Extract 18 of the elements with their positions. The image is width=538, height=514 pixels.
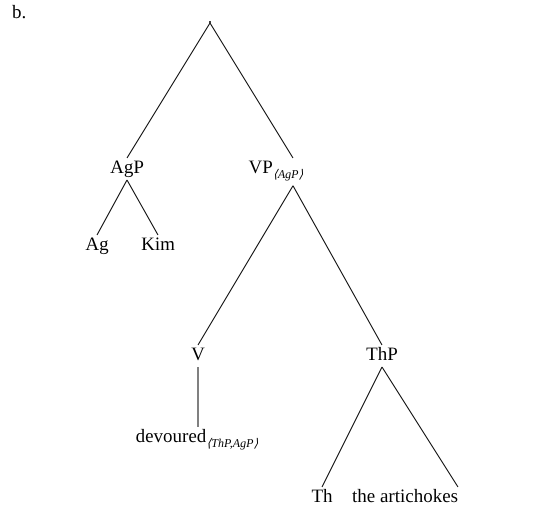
tree-node-label: V [191, 344, 205, 366]
tree-node-label: VP$_{⟨AgP⟩}$ [248, 157, 304, 185]
tree-branch [126, 180, 158, 236]
tree-node-label: ThP [366, 344, 398, 366]
tree-node-label: Th [311, 486, 333, 508]
tree-branch [322, 366, 382, 488]
tree-branch [198, 185, 294, 346]
tree-node-label: devoured$_{⟨ThP,AgP⟩}$ [136, 426, 258, 454]
tree-branch [210, 22, 294, 158]
tree-branch [292, 185, 382, 346]
tree-branch [126, 22, 210, 158]
tree-node-label: the artichokes [352, 486, 458, 508]
subfigure-label: b. [12, 2, 26, 24]
tree-branch [382, 366, 458, 488]
tree-node-label: AgP [110, 157, 144, 179]
tree-node-label: Kim [141, 234, 175, 256]
tree-node-label: Ag [85, 234, 109, 256]
tree-branch [96, 180, 128, 236]
